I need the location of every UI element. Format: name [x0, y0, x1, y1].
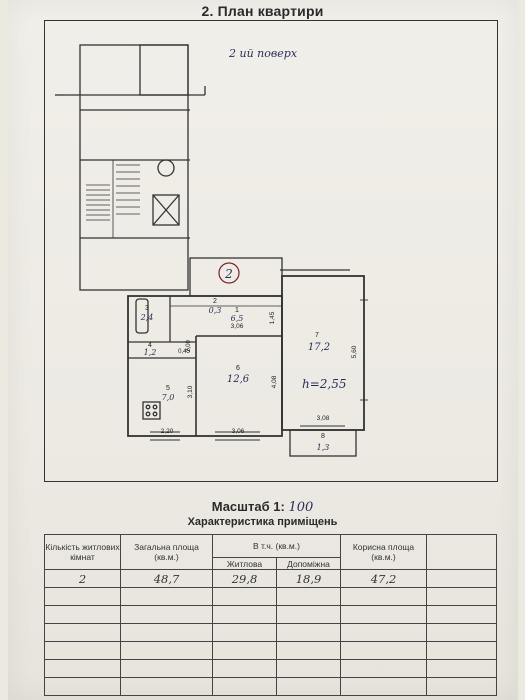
cell-empty — [426, 569, 497, 588]
header-including: В т.ч. (кв.м.) — [212, 534, 341, 558]
dim-room5-width: 2,20 — [161, 428, 174, 435]
scale-label: Масштаб 1: — [211, 499, 285, 514]
table-row: 2 48,7 29,8 18,9 47,2 — [44, 569, 497, 588]
header-useful-area: Корисна площа (кв.м.) — [340, 534, 427, 570]
floor-plan-drawing: 2 ий поверх 2 h=2,55 3 2 1 4 5 6 7 8 2,4… — [55, 44, 368, 457]
table-row — [44, 623, 497, 642]
dim-room1-width: 3,06 — [231, 323, 244, 330]
plan-title: 2. План квартири — [201, 3, 324, 19]
header-auxiliary: Допоміжна — [276, 557, 341, 570]
room-8-area: 1,3 — [317, 443, 330, 452]
dim-room6-width: 3,06 — [232, 428, 245, 435]
scale-caption: Масштаб 1: 100 — [0, 499, 525, 515]
table-row — [44, 605, 497, 624]
table-row — [44, 641, 497, 660]
room-7-area: 17,2 — [308, 342, 330, 353]
table-row — [44, 587, 497, 606]
ceiling-height-note: h=2,55 — [302, 377, 347, 391]
room-1-number: 1 — [235, 307, 239, 314]
elevator-cab — [152, 194, 180, 226]
cell-total: 48,7 — [120, 569, 213, 588]
cell-aux: 18,9 — [276, 569, 341, 588]
apartment-number: 2 — [224, 267, 233, 281]
window-marks — [150, 299, 368, 441]
header-rooms-count: Кількість житлових кімнат — [44, 534, 121, 570]
room-2-area: 0,3 — [209, 306, 222, 315]
dim-room6-depth: 4,08 — [271, 375, 278, 388]
room-4-area: 1,2 — [144, 348, 157, 357]
room-2-number: 2 — [213, 298, 217, 305]
room-5-area: 7,0 — [162, 393, 175, 402]
room-8-balcony — [289, 429, 357, 457]
stairwell-outline — [79, 44, 189, 291]
stove-icon — [142, 401, 161, 420]
cell-useful: 47,2 — [340, 569, 427, 588]
table-row — [44, 659, 497, 678]
dim-room7-depth: 5,60 — [351, 345, 358, 358]
dim-room1-depth: 1,45 — [269, 311, 276, 324]
dim-room7-width: 3,08 — [317, 415, 330, 422]
scale-value: 100 — [288, 500, 314, 515]
floor-note: 2 ий поверх — [228, 47, 298, 60]
stair-steps — [86, 160, 140, 238]
header-total-area: Загальна площа (кв.м.) — [120, 534, 213, 570]
cell-rooms: 2 — [44, 569, 121, 588]
dim-wc-width: 0,45 — [178, 349, 190, 355]
apartment-number-circle — [218, 262, 240, 284]
characteristics-table: Кількість житлових кімнат Загальна площа… — [44, 534, 497, 696]
characteristics-title: Характеристика приміщень — [187, 516, 338, 528]
room-3-area: 2,4 — [140, 313, 154, 322]
room-8-number: 8 — [321, 433, 325, 440]
cell-living: 29,8 — [212, 569, 277, 588]
plan-frame — [44, 20, 498, 482]
elevator-shaft-top — [139, 44, 189, 96]
header-empty — [426, 534, 497, 570]
table-row — [44, 677, 497, 696]
bathtub-icon — [135, 298, 149, 334]
room-4-number: 4 — [148, 342, 152, 349]
stair-well-circle — [157, 159, 175, 177]
room-5-number: 5 — [166, 385, 170, 392]
corridor-area — [189, 257, 283, 297]
room-3-number: 3 — [145, 305, 149, 312]
room-1-area: 6,5 — [231, 314, 244, 323]
room-6-number: 6 — [236, 365, 240, 372]
dim-hall-depth: 2,00 — [186, 340, 192, 352]
room-6-area: 12,6 — [227, 374, 250, 385]
room-7-number: 7 — [315, 332, 319, 339]
header-living: Житлова — [212, 557, 277, 570]
dim-room5-depth: 3,10 — [187, 385, 194, 398]
